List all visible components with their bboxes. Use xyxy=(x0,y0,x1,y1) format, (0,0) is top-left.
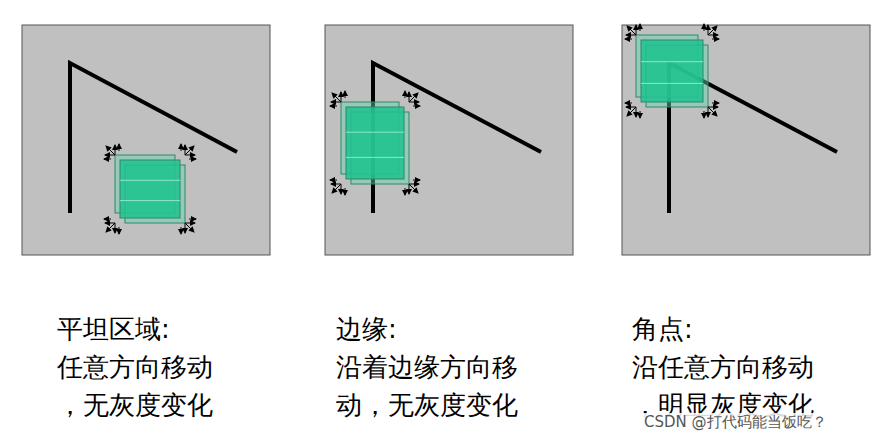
motion-arrow xyxy=(625,103,632,104)
panel-edge xyxy=(325,25,573,255)
motion-arrow xyxy=(332,93,341,102)
window-shade xyxy=(641,83,703,84)
motion-arrow xyxy=(185,146,194,155)
motion-arrow xyxy=(626,107,636,108)
motion-arrow xyxy=(708,107,718,108)
motion-arrow xyxy=(640,24,641,31)
caption: 平坦区域: 任意方向移动 ，无灰度变化 xyxy=(57,310,225,424)
caption-body: 任意方向移动 ，无灰度变化 xyxy=(57,348,225,424)
motion-arrow xyxy=(185,223,195,224)
caption-heading: 角点: xyxy=(632,310,818,348)
motion-arrow xyxy=(708,107,717,116)
motion-arrow xyxy=(704,24,705,31)
motion-arrow xyxy=(106,223,115,232)
motion-arrow xyxy=(708,35,718,36)
motion-arrow xyxy=(185,223,194,232)
motion-arrow xyxy=(636,107,637,117)
motion-arrow xyxy=(106,146,115,155)
caption: 边缘: 沿着边缘方向移动，无灰度变化 xyxy=(336,310,522,424)
motion-arrow xyxy=(115,223,116,233)
motion-arrow xyxy=(712,103,719,104)
panel-corner xyxy=(622,25,870,255)
motion-arrow xyxy=(345,188,346,195)
motion-arrow xyxy=(409,102,419,103)
motion-arrow xyxy=(413,106,420,107)
motion-arrow xyxy=(409,184,410,194)
motion-arrow xyxy=(181,144,182,151)
watermark: CSDN @打代码能当饭吃？ xyxy=(642,413,829,432)
window-shade xyxy=(346,157,404,158)
motion-arrow xyxy=(626,35,636,36)
motion-arrow xyxy=(181,227,182,234)
window-square xyxy=(641,40,703,102)
caption-heading: 边缘: xyxy=(336,310,522,348)
motion-arrow xyxy=(104,159,111,160)
motion-arrow xyxy=(189,159,196,160)
motion-arrow xyxy=(405,188,406,195)
motion-arrow xyxy=(636,25,637,35)
motion-arrow xyxy=(413,180,420,181)
window-shade xyxy=(641,61,703,62)
motion-arrow xyxy=(625,39,632,40)
motion-arrow xyxy=(409,184,418,193)
motion-arrow xyxy=(627,26,636,35)
panel-flat xyxy=(22,25,270,255)
motion-arrow xyxy=(341,184,342,194)
motion-arrow xyxy=(405,91,406,98)
motion-arrow xyxy=(627,107,636,116)
motion-arrow xyxy=(708,107,709,117)
caption: 角点: 沿任意方向移动，明显灰度变化 xyxy=(632,310,818,424)
motion-arrow xyxy=(115,145,116,155)
motion-arrow xyxy=(105,155,115,156)
motion-arrow xyxy=(332,184,341,193)
motion-arrow xyxy=(330,180,337,181)
caption-heading: 平坦区域: xyxy=(57,310,225,348)
motion-arrow xyxy=(409,92,410,102)
window-shade xyxy=(346,132,404,133)
motion-arrow xyxy=(105,223,115,224)
window-square xyxy=(346,107,404,179)
window-square xyxy=(120,160,180,218)
motion-arrow xyxy=(185,145,186,155)
motion-arrow xyxy=(712,39,719,40)
motion-arrow xyxy=(331,184,341,185)
motion-arrow xyxy=(640,111,641,118)
motion-arrow xyxy=(189,219,196,220)
motion-arrow xyxy=(341,92,342,102)
motion-arrow xyxy=(704,111,705,118)
caption-body: 沿着边缘方向移动，无灰度变化 xyxy=(336,348,522,424)
motion-arrow xyxy=(330,106,337,107)
motion-arrow xyxy=(185,223,186,233)
motion-arrow xyxy=(409,93,418,102)
motion-arrow xyxy=(119,227,120,234)
motion-arrow xyxy=(185,155,195,156)
motion-arrow xyxy=(331,102,341,103)
motion-arrow xyxy=(345,91,346,98)
motion-arrow xyxy=(104,219,111,220)
motion-arrow xyxy=(708,26,717,35)
motion-arrow xyxy=(409,184,419,185)
window-shade xyxy=(120,200,180,201)
window-shade xyxy=(120,180,180,181)
motion-arrow xyxy=(708,25,709,35)
motion-arrow xyxy=(119,144,120,151)
